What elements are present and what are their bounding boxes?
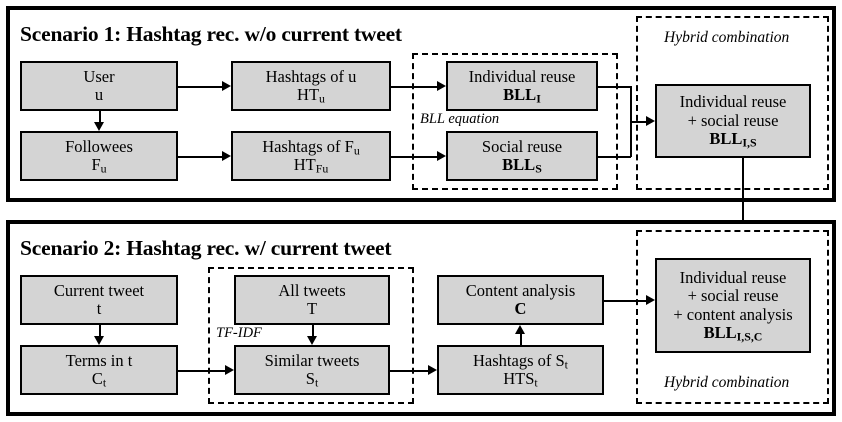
edge-terms-to-similar bbox=[178, 370, 225, 372]
edge-similar-to-hashtags-st bbox=[390, 370, 428, 372]
edge-merge-to-hybrid-arrow bbox=[646, 115, 655, 126]
node-terms-in-t-line1: Terms in t bbox=[65, 350, 133, 370]
node-hybrid-isc-line1: Individual reuse bbox=[679, 267, 787, 287]
node-terms-in-t-line2: Ct bbox=[91, 369, 107, 390]
node-hashtags-of-u[interactable]: Hashtags of u HTu bbox=[231, 61, 391, 111]
scenario-2-title: Scenario 2: Hashtag rec. w/ current twee… bbox=[20, 236, 392, 260]
node-hashtags-of-u-line1: Hashtags of u bbox=[265, 66, 357, 86]
edge-all-tweets-to-similar bbox=[312, 325, 314, 336]
node-current-tweet-line1: Current tweet bbox=[53, 280, 145, 300]
node-individual-reuse[interactable]: Individual reuse BLLI bbox=[446, 61, 598, 111]
node-current-tweet-line2: t bbox=[96, 299, 102, 318]
edge-hashtags-u-to-individual-reuse bbox=[391, 86, 437, 88]
edge-user-to-hashtags-u-arrow bbox=[222, 80, 231, 91]
node-user-line1: User bbox=[83, 66, 115, 86]
tf-idf-group bbox=[208, 267, 414, 404]
bll-equation-group bbox=[412, 53, 618, 190]
node-all-tweets-line1: All tweets bbox=[278, 280, 346, 300]
node-followees-line2: Fu bbox=[91, 155, 107, 176]
node-hashtags-of-st-line2: HTSt bbox=[503, 369, 538, 390]
edge-content-analysis-to-hybrid-arrow bbox=[646, 294, 655, 305]
node-hashtags-of-st-line1: Hashtags of St bbox=[473, 350, 568, 372]
edge-current-tweet-to-terms bbox=[99, 325, 101, 336]
edge-content-analysis-to-hybrid bbox=[604, 300, 646, 302]
node-followees-line1: Followees bbox=[65, 136, 133, 156]
node-similar-tweets-line1: Similar tweets bbox=[264, 350, 360, 370]
edge-hashtags-u-to-individual-reuse-arrow bbox=[437, 80, 446, 91]
edge-followees-to-hashtags-fu-arrow bbox=[222, 150, 231, 161]
node-hashtags-of-fu[interactable]: Hashtags of Fu HTFu bbox=[231, 131, 391, 181]
edge-hybrid-is-to-hybrid-isc bbox=[742, 158, 744, 253]
node-all-tweets-line2: T bbox=[306, 299, 318, 318]
hybrid-combination-caption-1: Hybrid combination bbox=[662, 29, 792, 46]
node-individual-reuse-line1: Individual reuse bbox=[468, 66, 576, 86]
node-hybrid-individual-social[interactable]: Individual reuse + social reuse BLLI,S bbox=[655, 84, 811, 158]
node-hashtags-of-st[interactable]: Hashtags of St HTSt bbox=[437, 345, 604, 395]
node-hybrid-is-line2: + social reuse bbox=[687, 110, 779, 130]
edge-similar-to-hashtags-st-arrow bbox=[428, 364, 437, 375]
node-hybrid-is-line1: Individual reuse bbox=[679, 92, 787, 112]
node-user[interactable]: User u bbox=[20, 61, 178, 111]
node-user-line2: u bbox=[94, 85, 104, 104]
node-individual-reuse-line2: BLLI bbox=[503, 85, 541, 106]
node-content-analysis-line2: C bbox=[514, 299, 527, 318]
node-hybrid-isc-line3: + content analysis bbox=[673, 304, 793, 324]
edge-merge-to-hybrid bbox=[630, 121, 646, 123]
node-hashtags-of-u-line2: HTu bbox=[297, 85, 325, 106]
edge-followees-to-hashtags-fu bbox=[178, 156, 222, 158]
node-current-tweet[interactable]: Current tweet t bbox=[20, 275, 178, 325]
scenario-1-title: Scenario 1: Hashtag rec. w/o current twe… bbox=[20, 22, 402, 46]
edge-social-reuse-merge-stub bbox=[598, 156, 631, 158]
edge-all-tweets-to-similar-arrow bbox=[306, 336, 317, 345]
hybrid-combination-caption-2: Hybrid combination bbox=[662, 374, 792, 391]
node-social-reuse[interactable]: Social reuse BLLS bbox=[446, 131, 598, 181]
edge-hashtags-fu-to-social-reuse-arrow bbox=[437, 150, 446, 161]
bll-equation-caption: BLL equation bbox=[418, 111, 502, 127]
node-followees[interactable]: Followees Fu bbox=[20, 131, 178, 181]
node-similar-tweets[interactable]: Similar tweets St bbox=[234, 345, 390, 395]
node-hybrid-isc-line2: + social reuse bbox=[687, 286, 779, 306]
node-hashtags-of-fu-line1: Hashtags of Fu bbox=[262, 136, 360, 158]
tf-idf-caption: TF-IDF bbox=[214, 325, 264, 341]
node-similar-tweets-line2: St bbox=[305, 369, 319, 390]
node-hybrid-individual-social-content[interactable]: Individual reuse + social reuse + conten… bbox=[655, 258, 811, 353]
node-terms-in-t[interactable]: Terms in t Ct bbox=[20, 345, 178, 395]
edge-terms-to-similar-arrow bbox=[225, 364, 234, 375]
edge-current-tweet-to-terms-arrow bbox=[93, 336, 104, 345]
edge-hashtags-st-to-content-analysis-arrow bbox=[514, 325, 525, 334]
edge-user-to-hashtags-u bbox=[178, 86, 222, 88]
node-all-tweets[interactable]: All tweets T bbox=[234, 275, 390, 325]
edge-individual-reuse-merge-stub bbox=[598, 86, 631, 88]
edge-hashtags-st-to-content-analysis bbox=[520, 334, 522, 345]
hybrid-combination-group-2 bbox=[636, 230, 829, 404]
node-hybrid-isc-line4: BLLI,S,C bbox=[703, 322, 763, 344]
node-social-reuse-line2: BLLS bbox=[502, 155, 542, 176]
node-social-reuse-line1: Social reuse bbox=[481, 136, 563, 156]
edge-hashtags-fu-to-social-reuse bbox=[391, 156, 437, 158]
node-hybrid-is-line3: BLLI,S bbox=[709, 129, 757, 150]
edge-user-to-followees-arrow bbox=[93, 122, 104, 131]
node-content-analysis-line1: Content analysis bbox=[465, 280, 576, 300]
hybrid-combination-group-1 bbox=[636, 16, 829, 190]
node-hashtags-of-fu-line2: HTFu bbox=[293, 155, 329, 176]
edge-user-to-followees bbox=[99, 111, 101, 122]
node-content-analysis[interactable]: Content analysis C bbox=[437, 275, 604, 325]
